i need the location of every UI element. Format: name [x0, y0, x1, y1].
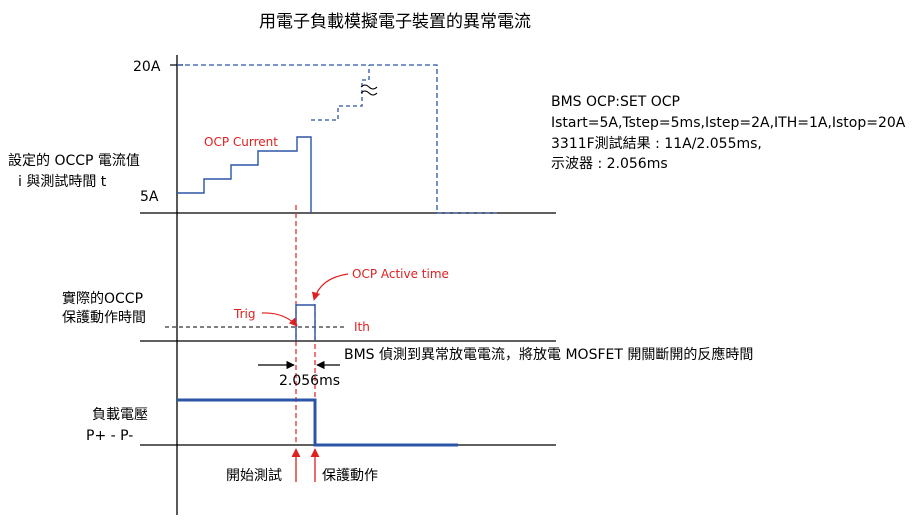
protection-label: 保護動作	[322, 468, 378, 484]
middle-ylabel-line2: 保護動作時間	[62, 310, 146, 326]
ocp-current-label: OCP Current	[204, 135, 278, 149]
ocp-active-label: OCP Active time	[352, 267, 449, 281]
measure-value: 2.056ms	[279, 373, 340, 389]
bottom-ylabel-line2: P+ - P-	[86, 428, 133, 444]
start-test-label: 開始測試	[226, 468, 282, 484]
info-line3: 3311F測試結果 : 11A/2.055ms,	[551, 136, 762, 152]
measure-description: BMS 偵測到異常放電電流，將放電 MOSFET 開關斷開的反應時間	[344, 346, 753, 363]
load-voltage-trace	[177, 398, 458, 447]
middle-ylabel-line1: 實際的OCCP	[62, 290, 143, 307]
ocp-setpoint-dashed	[177, 64, 497, 214]
tick-5a: 5A	[140, 189, 159, 205]
info-line4: 示波器 : 2.056ms	[551, 156, 668, 172]
diagram-title: 用電子負載模擬電子裝置的異常電流	[259, 12, 531, 32]
ocp-active-arrow	[311, 273, 349, 301]
bottom-ylabel-line1: 負載電壓	[92, 407, 148, 423]
ocp-current-staircase	[177, 136, 312, 213]
info-line1: BMS OCP:SET OCP	[551, 94, 680, 110]
top-ylabel-line2: i 與測試時間 t	[18, 174, 107, 190]
trig-arrow	[261, 312, 298, 327]
ocp-active-pulse	[295, 304, 316, 341]
ith-label: Ith	[354, 320, 370, 334]
axis-break-icon	[360, 84, 378, 96]
info-line2: Istart=5A,Tstep=5ms,Istep=2A,ITH=1A,Isto…	[551, 115, 906, 131]
trig-label: Trig	[233, 307, 255, 321]
ocp-current-dashed-continuation	[311, 65, 370, 121]
top-ylabel-line1: 設定的 OCCP 電流值	[8, 153, 140, 169]
tick-20a: 20A	[133, 59, 161, 75]
